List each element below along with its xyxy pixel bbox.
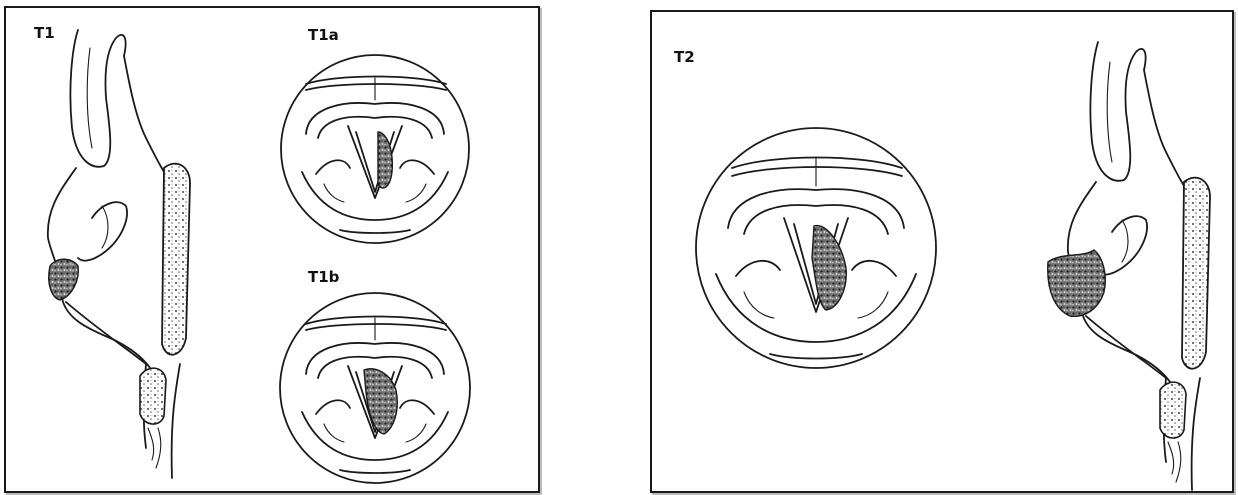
larynx-sagittal-illustration-t2 xyxy=(652,12,1236,495)
laryngoscope-view-t1b xyxy=(6,8,542,495)
panel-t2: T2 xyxy=(650,10,1234,493)
panel-t1: T1 T1a T1b xyxy=(4,6,540,493)
